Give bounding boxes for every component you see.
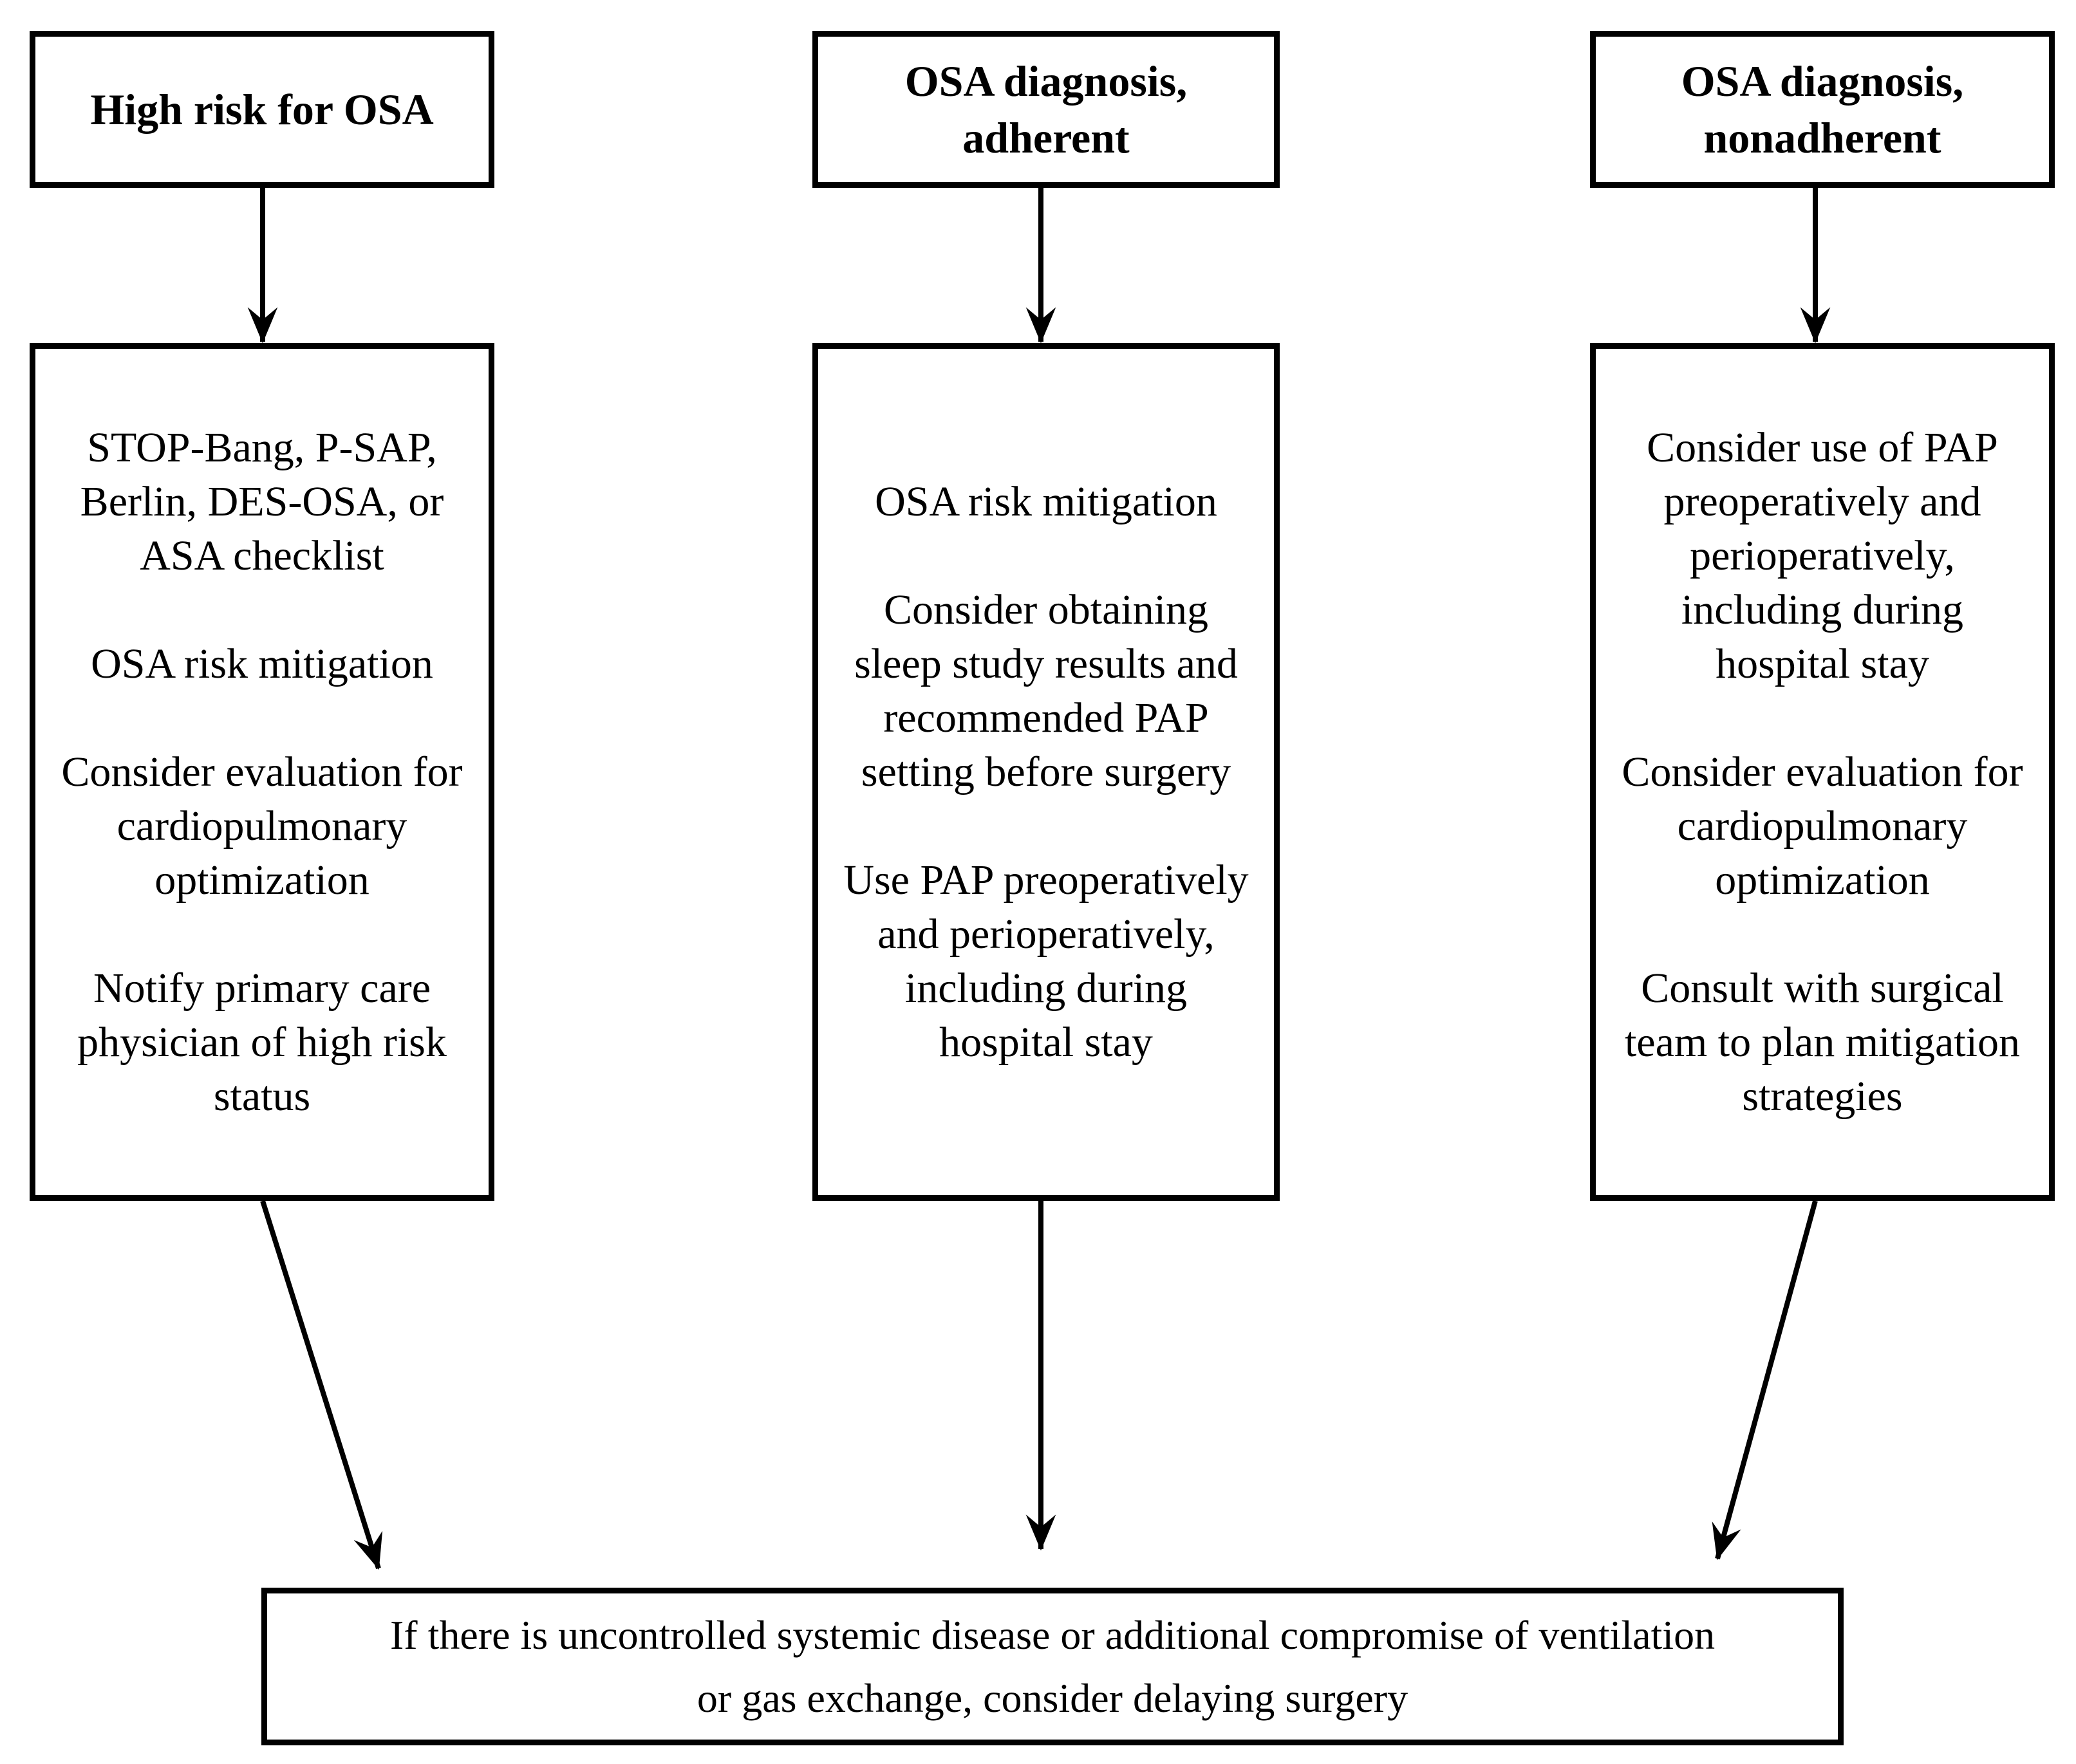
header-label-high-risk: High risk for OSA xyxy=(90,85,434,134)
action-paragraph: OSA risk mitigation xyxy=(91,640,433,687)
action-paragraph: Consult with surgical team to plan mitig… xyxy=(1624,964,2021,1120)
action-paragraph: Use PAP preoperatively and perioperative… xyxy=(843,856,1249,1066)
delay-surgery-notice-label: If there is uncontrolled systemic diseas… xyxy=(389,1611,1716,1721)
header-box-osa-adherent: OSA diagnosis, adherent xyxy=(812,31,1280,188)
action-paragraph: Consider evaluation for cardiopulmonary … xyxy=(61,748,463,904)
header-label-osa-adherent: OSA diagnosis, adherent xyxy=(904,57,1188,162)
header-box-high-risk: High risk for OSA xyxy=(30,31,494,188)
arrow-high-risk-to-footer-icon xyxy=(260,1200,383,1570)
actions-box-osa-adherent: OSA risk mitigation Consider obtaining s… xyxy=(812,343,1280,1201)
action-paragraph: Consider obtaining sleep study results a… xyxy=(854,586,1238,795)
action-paragraph: OSA risk mitigation xyxy=(875,478,1217,525)
actions-box-osa-nonadherent: Consider use of PAP preoperatively and p… xyxy=(1590,343,2055,1201)
action-paragraph: Consider evaluation for cardiopulmonary … xyxy=(1622,748,2023,904)
action-paragraph: Notify primary care physician of high ri… xyxy=(77,964,447,1120)
actions-box-high-risk: STOP-Bang, P-SAP, Berlin, DES-OSA, or AS… xyxy=(30,343,494,1201)
arrow-nonadherent-to-footer-icon xyxy=(1712,1200,1818,1561)
header-box-osa-nonadherent: OSA diagnosis, nonadherent xyxy=(1590,31,2055,188)
header-label-osa-nonadherent: OSA diagnosis, nonadherent xyxy=(1681,57,1964,162)
delay-surgery-notice-box: If there is uncontrolled systemic diseas… xyxy=(261,1588,1844,1745)
action-paragraph: STOP-Bang, P-SAP, Berlin, DES-OSA, or AS… xyxy=(80,423,444,579)
action-paragraph: Consider use of PAP preoperatively and p… xyxy=(1647,423,1998,687)
